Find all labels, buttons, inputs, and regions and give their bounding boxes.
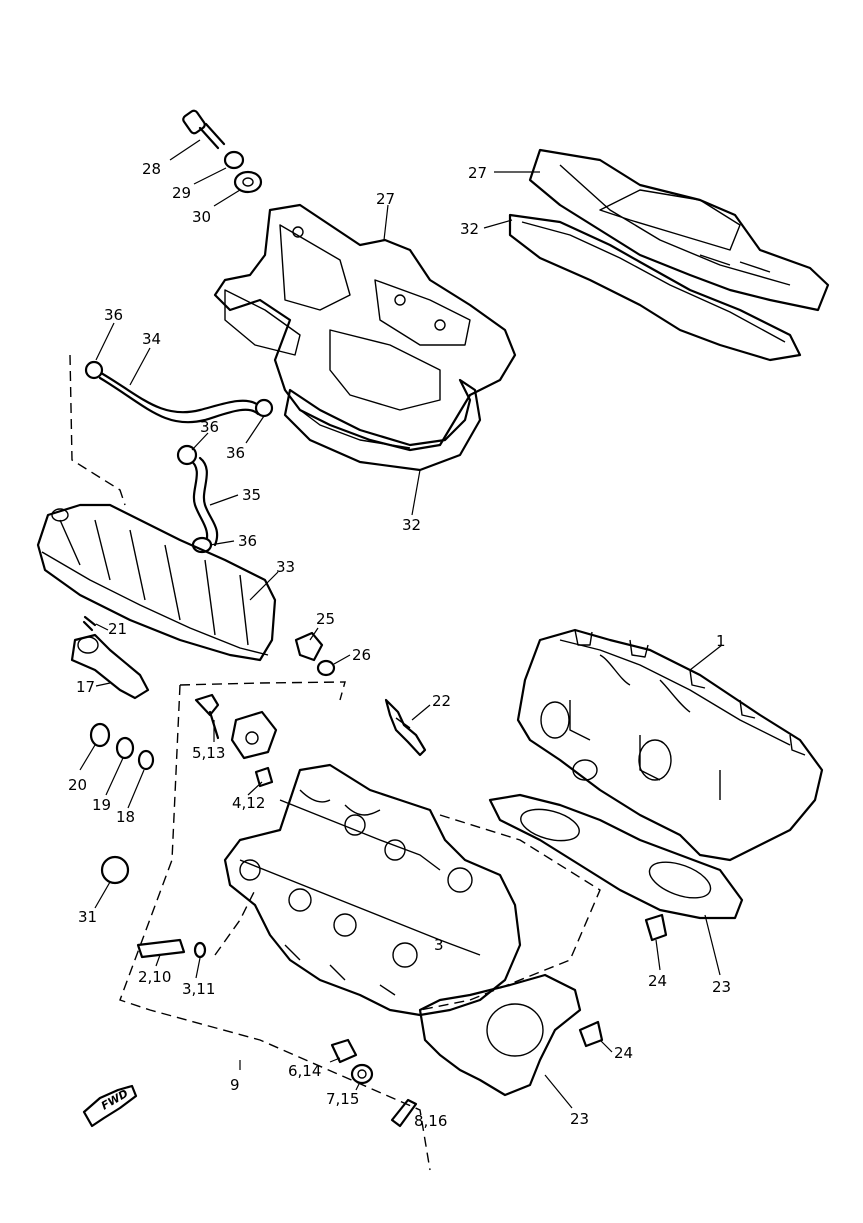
callout-36-b: 36 [200,418,219,436]
rocker-part-5-13 [194,693,220,740]
callout-4-12: 4,12 [232,794,265,812]
callout-5-13: 5,13 [192,744,225,762]
callout-24-bottom: 24 [614,1044,633,1062]
gasket-part-32-rear [508,213,802,362]
callout-23-bottom: 23 [570,1110,589,1128]
o-ring-part-20 [89,722,111,748]
callout-25: 25 [316,610,335,628]
dashed-boundary-outline [119,684,431,1171]
fitting-part-17 [70,633,150,700]
callout-27-rear: 27 [468,164,487,182]
spark-plug-part-22 [384,698,427,757]
callout-7-15: 7,15 [326,1090,359,1108]
callout-21: 21 [108,620,127,638]
clip-part-36-a [84,360,104,380]
hose-part-34 [94,368,260,414]
dowel-part-24-bottom [578,1020,604,1048]
callout-30: 30 [192,208,211,226]
head-gasket-part-23-right [488,793,744,920]
callout-3-11: 3,11 [182,980,215,998]
seal-part-26 [316,659,336,677]
cylinder-head-part-1 [516,628,824,862]
callout-2-10: 2,10 [138,968,171,986]
seat-part-7-15 [350,1063,374,1085]
clip-part-36-b [254,398,274,418]
rocker-arm-hole [245,731,259,745]
callout-22: 22 [432,692,451,710]
hose-part-34-edge [98,376,260,424]
dashed-boundary-top [179,681,346,701]
callout-36-d: 36 [238,532,257,550]
clip-part-36-c [176,444,198,466]
washer-part-30 [233,170,263,194]
callout-26: 26 [352,646,371,664]
callout-20: 20 [68,776,87,794]
callout-32-rear: 32 [460,220,479,238]
rocker-arm-part [230,710,278,760]
dashed-boundary-right [419,814,601,1011]
callout-36-c: 36 [226,444,245,462]
callout-27-front: 27 [376,190,395,208]
callout-23-right: 23 [712,978,731,996]
callout-9: 9 [230,1076,240,1094]
callout-8-16: 8,16 [414,1112,447,1130]
retainer-part-6-14 [330,1038,358,1064]
cam-cover-part-27-front [213,203,517,452]
callout-19: 19 [92,796,111,814]
o-ring-part-19 [115,736,135,760]
callout-32-front: 32 [402,516,421,534]
seat-part-7-15-hole [357,1069,367,1079]
callout-6-14: 6,14 [288,1062,321,1080]
callout-31: 31 [78,908,97,926]
callout-33: 33 [276,558,295,576]
cylinder-head-front [223,763,522,1017]
dashed-guide-line-hose [69,354,126,506]
leader-lines [79,139,723,1109]
cover-part-33 [36,503,277,662]
valve-guide-part-2-10 [136,938,186,959]
cam-cover-part-27-rear [528,148,830,312]
valve-part-8-16 [390,1098,418,1128]
callout-1: 1 [716,632,726,650]
hose-part-35 [188,458,209,547]
screw-part-21 [82,615,97,632]
washer-part-30-hole [242,177,254,187]
forward-direction-arrow-icon [82,1084,138,1128]
gasket-part-32-front [283,378,482,472]
plug-part-25 [294,631,324,662]
shim-part-4-12 [254,766,274,788]
callout-17: 17 [76,678,95,696]
callout-labels: 28 29 30 27 32 27 36 34 36 36 35 36 32 3… [68,160,731,1130]
callout-29: 29 [172,184,191,202]
callout-28: 28 [142,160,161,178]
callout-18: 18 [116,808,135,826]
hose-part-35-edge [198,456,219,547]
clip-part-3-11 [193,941,207,959]
dowel-part-24-right [644,913,668,942]
callout-24-right: 24 [648,972,667,990]
washer-part-29 [223,150,245,170]
callout-35: 35 [242,486,261,504]
cap-part-31 [100,855,130,885]
callout-3: 3 [434,936,444,954]
callout-34: 34 [142,330,161,348]
o-ring-part-18 [137,749,155,771]
head-gasket-part-23-bottom [418,973,582,1097]
bolt-part-28 [182,109,226,150]
callout-36-a: 36 [104,306,123,324]
